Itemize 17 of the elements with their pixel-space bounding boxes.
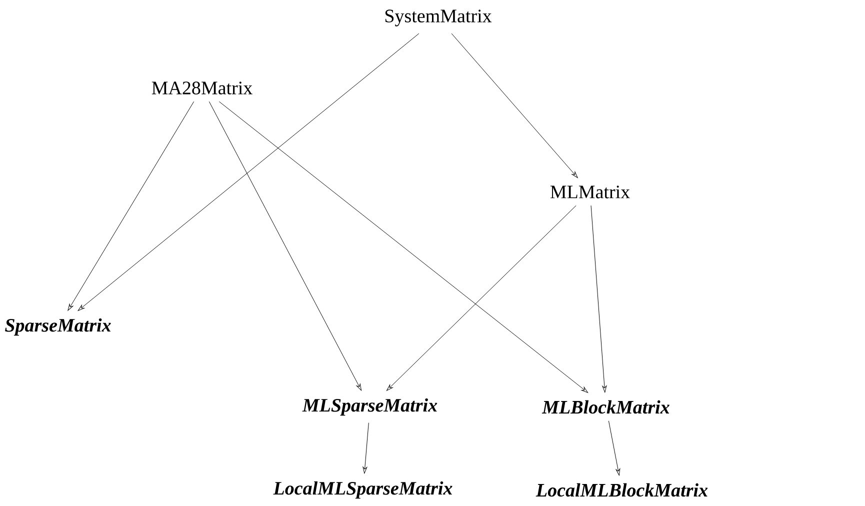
arrow bbox=[386, 205, 576, 391]
arrow bbox=[68, 101, 194, 311]
class-name: MA28Matrix bbox=[152, 82, 252, 94]
class-name: SparseMatrix bbox=[5, 318, 111, 336]
arrow bbox=[362, 422, 369, 474]
class-name: LocalMLBlockMatrix bbox=[536, 483, 708, 497]
arrow bbox=[451, 33, 578, 178]
arrow bbox=[590, 205, 607, 392]
arrow bbox=[78, 33, 420, 311]
class-name: MLMatrix bbox=[550, 186, 630, 198]
class-name: MLBlockMatrix bbox=[542, 400, 670, 414]
arrow bbox=[218, 101, 588, 393]
class-name: MLSparseMatrix bbox=[302, 398, 438, 416]
arrow bbox=[608, 420, 620, 476]
class-name: LocalMLSparseMatrix bbox=[273, 481, 452, 499]
class-name: SystemMatrix bbox=[385, 10, 492, 26]
arrow bbox=[208, 101, 362, 391]
